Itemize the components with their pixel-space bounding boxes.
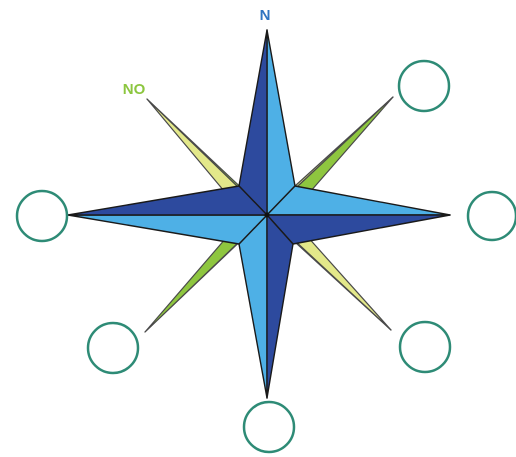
- north-point-light: [267, 30, 295, 215]
- southwest-answer-circle[interactable]: [88, 323, 138, 373]
- south-point-light: [239, 215, 267, 398]
- west-point-light: [68, 215, 267, 244]
- south-answer-circle[interactable]: [244, 402, 294, 452]
- west-answer-circle[interactable]: [17, 191, 67, 241]
- northwest-label: NO: [123, 81, 146, 98]
- northeast-answer-circle[interactable]: [399, 61, 449, 111]
- south-point-dark: [267, 215, 293, 398]
- southeast-answer-circle[interactable]: [400, 322, 450, 372]
- east-answer-circle[interactable]: [468, 192, 516, 240]
- north-point-dark: [239, 30, 267, 215]
- west-point-dark: [68, 186, 267, 215]
- north-label: N: [260, 7, 271, 24]
- east-point-dark: [267, 215, 450, 244]
- center-dot: [265, 213, 270, 218]
- east-point-light: [267, 186, 450, 215]
